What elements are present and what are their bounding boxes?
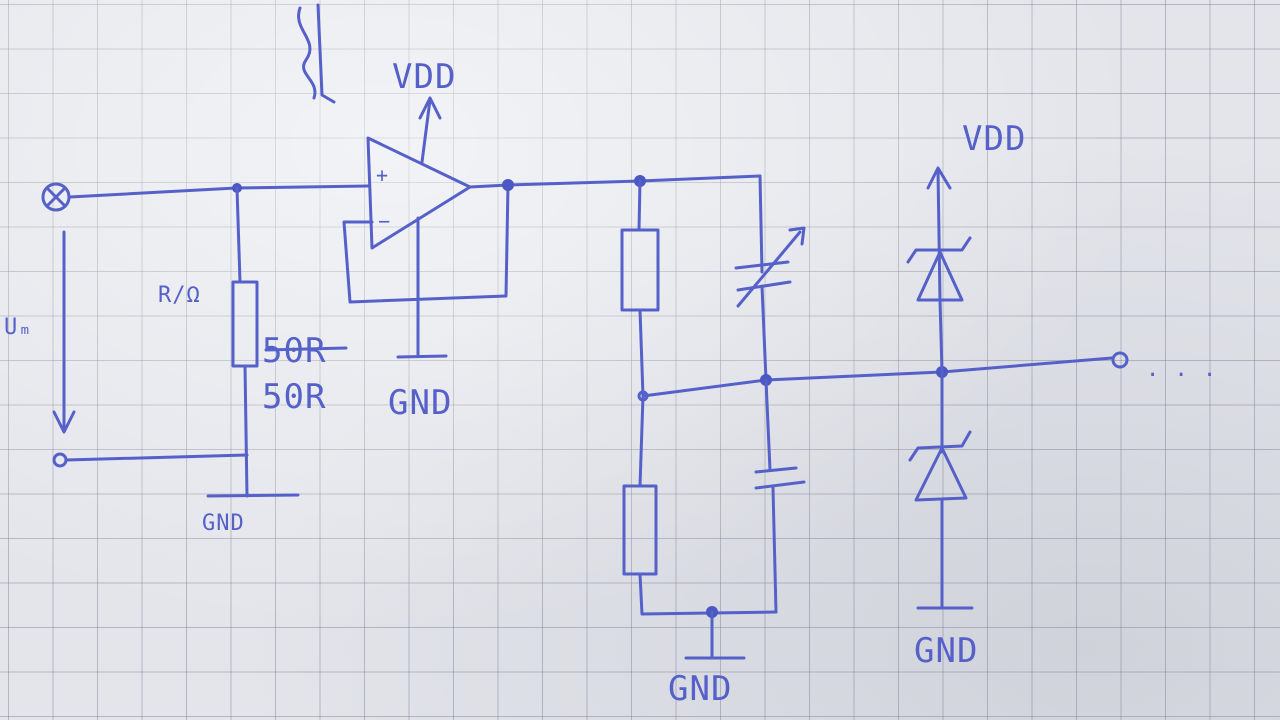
opamp-plus-label: + bbox=[376, 163, 389, 187]
gnd-label-divider: GND bbox=[668, 669, 732, 709]
divider-resistor-bottom bbox=[622, 484, 658, 576]
zener-diode-bottom bbox=[908, 430, 972, 502]
capacitor bbox=[754, 466, 806, 490]
divider-wire-1 bbox=[637, 179, 642, 232]
divider-resistor-top bbox=[620, 228, 660, 312]
shunt-resistor bbox=[231, 280, 259, 368]
vdd-label-opamp: VDD bbox=[392, 57, 456, 97]
input-ground-terminal bbox=[52, 452, 68, 468]
gnd-label-zener: GND bbox=[914, 631, 978, 671]
sketch-mark bbox=[297, 3, 336, 104]
resistor-label: R/Ω bbox=[158, 283, 201, 308]
trimmer-capacitor bbox=[734, 226, 806, 308]
feedback-loop bbox=[342, 183, 510, 304]
op-amp: + − bbox=[366, 136, 472, 250]
um-arrow bbox=[52, 230, 76, 434]
divider-gnd-wire bbox=[684, 610, 746, 660]
opamp-gnd-wire bbox=[396, 216, 448, 359]
um-label: Uₘ bbox=[4, 315, 33, 340]
divider-wire-3 bbox=[638, 572, 778, 616]
opamp-vdd-wire bbox=[418, 96, 442, 164]
gnd-label-input: GND bbox=[202, 511, 245, 536]
gnd-label-opamp: GND bbox=[388, 383, 452, 423]
return-wire bbox=[64, 453, 249, 462]
gnd-bar-input bbox=[206, 493, 300, 498]
opamp-minus-label: − bbox=[378, 209, 391, 233]
resistor-value: 50R bbox=[262, 377, 326, 417]
trim-cap-wire bbox=[758, 174, 768, 382]
zener-vdd-wire bbox=[926, 166, 952, 302]
output-continuation: . . . bbox=[1146, 357, 1217, 382]
output-terminal bbox=[1111, 351, 1129, 369]
shunt-wire-top bbox=[235, 186, 242, 284]
shunt-wire-bottom bbox=[243, 364, 249, 498]
vdd-label-zener: VDD bbox=[962, 119, 1026, 159]
zener-wire bbox=[938, 298, 944, 454]
input-wire bbox=[68, 184, 370, 199]
mid-wire bbox=[641, 356, 1114, 398]
input-terminal bbox=[41, 182, 71, 212]
zener-gnd-wire bbox=[916, 498, 974, 610]
output-wire bbox=[468, 174, 762, 189]
strike-line bbox=[264, 346, 348, 352]
opamp-output-node bbox=[502, 179, 514, 191]
cap-wire bbox=[764, 378, 778, 614]
